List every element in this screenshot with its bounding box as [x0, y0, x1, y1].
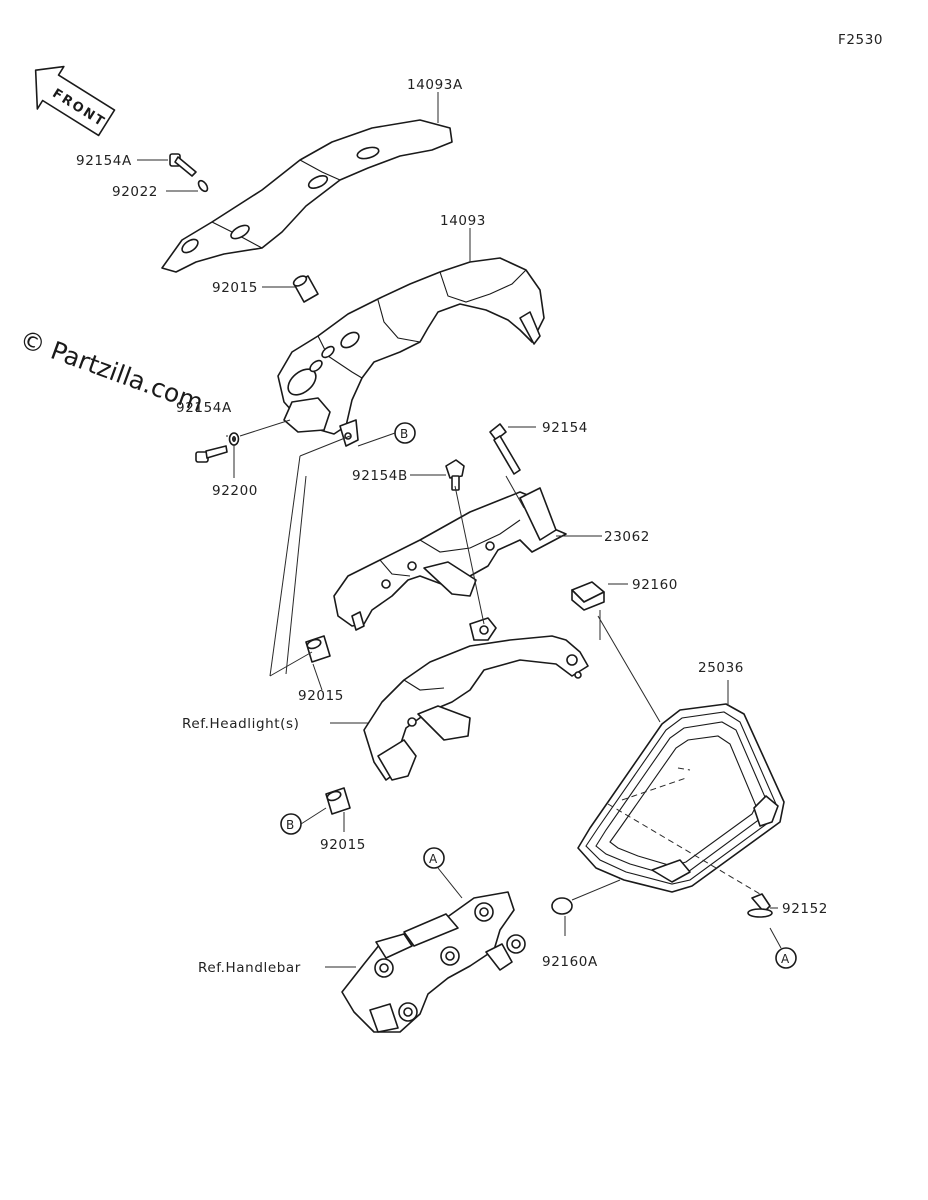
- part-labels: 14093A 92154A 92022 14093 92015 92154A 9…: [76, 77, 828, 976]
- washer-92200: [228, 432, 240, 446]
- grommet-92160: [571, 581, 605, 611]
- label-92152: 92152: [782, 901, 828, 917]
- callout-b-bottom: B: [280, 813, 302, 835]
- callout-a-top: A: [423, 847, 445, 869]
- screw-92154A-top: [169, 153, 197, 177]
- label-92160: 92160: [632, 577, 678, 593]
- label-92160A: 92160A: [542, 954, 598, 970]
- callout-b-top: B: [394, 422, 416, 444]
- svg-text:A: A: [429, 852, 438, 866]
- collar-92015-lower: [325, 787, 351, 815]
- label-ref-handlebar: Ref.Handlebar: [198, 960, 301, 976]
- screw-92154A-left: [195, 445, 228, 463]
- bracket-23062: [333, 487, 567, 631]
- label-92015-lower: 92015: [320, 837, 366, 853]
- bolt-92154B: [445, 459, 465, 491]
- label-92154B: 92154B: [352, 468, 408, 484]
- main-cover-14093: [277, 257, 545, 447]
- label-92154A-left: 92154A: [176, 400, 232, 416]
- collar-92015-middle: [305, 635, 331, 663]
- svg-text:B: B: [400, 427, 408, 441]
- label-ref-headlight: Ref.Headlight(s): [182, 716, 300, 732]
- label-92200: 92200: [212, 483, 258, 499]
- svg-text:A: A: [781, 952, 790, 966]
- label-92154A-top: 92154A: [76, 153, 132, 169]
- label-92154: 92154: [542, 420, 588, 436]
- front-arrow-icon: FRONT: [34, 65, 116, 137]
- upper-cover-14093A: [161, 119, 453, 273]
- label-23062: 23062: [604, 529, 650, 545]
- label-92022: 92022: [112, 184, 158, 200]
- leader-lines: [137, 92, 782, 968]
- collar-92152: [747, 893, 773, 918]
- label-14093A: 14093A: [407, 77, 463, 93]
- label-92015-upper: 92015: [212, 280, 258, 296]
- grommet-92160A: [551, 897, 573, 915]
- lower-bracket: [363, 617, 589, 781]
- bolt-92154: [489, 423, 521, 475]
- washer-92022: [197, 179, 209, 193]
- handlebar-clamp: [341, 891, 526, 1033]
- label-92015-middle: 92015: [298, 688, 344, 704]
- callout-a-bottom: A: [775, 947, 797, 969]
- label-25036: 25036: [698, 660, 744, 676]
- meter-25036: [577, 703, 785, 895]
- label-14093: 14093: [440, 213, 486, 229]
- collar-92015-upper: [292, 275, 319, 303]
- svg-text:B: B: [286, 818, 294, 832]
- figure-code: F2530: [838, 32, 883, 48]
